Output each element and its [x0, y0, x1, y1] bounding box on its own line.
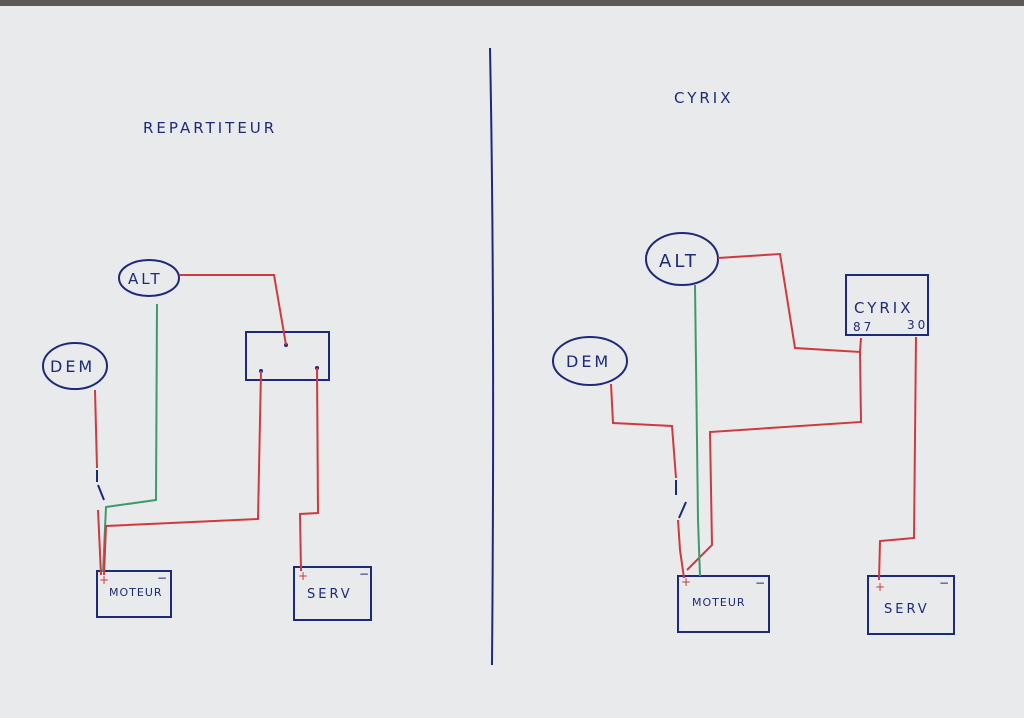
left-serv-battery [293, 566, 372, 621]
right-cyrix-relay-box [845, 274, 929, 336]
right-wire-switch-to-moteur [677, 519, 685, 579]
right-moteur-label: MOTEUR [692, 596, 746, 609]
left-repartiteur-box [245, 331, 330, 381]
left-dem-label: DEM [50, 357, 95, 376]
right-moteur-minus: − [755, 576, 765, 590]
left-alt-node [118, 259, 180, 297]
right-wire-dem-to-switch [610, 383, 677, 479]
left-dem-switch-symbol [97, 484, 105, 501]
left-serv-minus: − [359, 567, 369, 581]
right-serv-minus: − [939, 576, 949, 590]
right-dem-node [552, 336, 628, 386]
center-divider-line [489, 47, 495, 666]
right-alt-node [645, 232, 719, 286]
right-alt-label: ALT [659, 251, 699, 272]
right-serv-battery [867, 575, 955, 635]
left-title: REPARTITEUR [143, 119, 277, 137]
right-cyrix-pin-30: 30 [907, 318, 928, 332]
left-diagram-repartiteur: REPARTITEUR ALT DEM + − MOTEUR + − SERV [42, 119, 372, 621]
right-dem-switch-symbol [678, 501, 687, 519]
right-cyrix-box-label: CYRIX [854, 299, 914, 317]
left-alt-label: ALT [128, 270, 163, 288]
right-serv-label: SERV [884, 602, 930, 617]
right-dem-label: DEM [566, 352, 611, 371]
table-edge [0, 0, 1024, 6]
right-moteur-battery [677, 575, 770, 633]
right-moteur-plus: + [681, 575, 691, 589]
left-wire-repartiteur-to-moteur [103, 370, 262, 576]
paper-background [0, 6, 1024, 718]
right-diagram-cyrix: CYRIX ALT DEM CYRIX 87 30 + − MOTEUR + −… [552, 89, 955, 635]
left-wire-repartiteur-to-serv [298, 367, 320, 572]
left-moteur-plus: + [99, 573, 109, 587]
left-moteur-minus: − [157, 571, 167, 585]
right-wire-alt-sense-green [694, 284, 701, 577]
left-dem-node [42, 342, 108, 390]
left-wire-alt-to-repartiteur [179, 274, 287, 346]
left-serv-label: SERV [307, 587, 353, 602]
left-wire-dem-to-switch [94, 389, 98, 469]
right-serv-plus: + [875, 580, 885, 594]
left-moteur-label: MOTEUR [109, 586, 163, 599]
left-moteur-battery [96, 570, 172, 618]
right-wire-cyrix-87-to-moteur [686, 351, 863, 571]
left-serv-plus: + [298, 569, 308, 583]
left-wire-switch-to-moteur [97, 509, 102, 576]
right-wire-cyrix-30-to-serv [878, 336, 917, 581]
right-wire-alt-to-cyrix-87 [717, 252, 862, 354]
right-cyrix-pin-87: 87 [853, 320, 874, 334]
right-title: CYRIX [674, 89, 734, 107]
